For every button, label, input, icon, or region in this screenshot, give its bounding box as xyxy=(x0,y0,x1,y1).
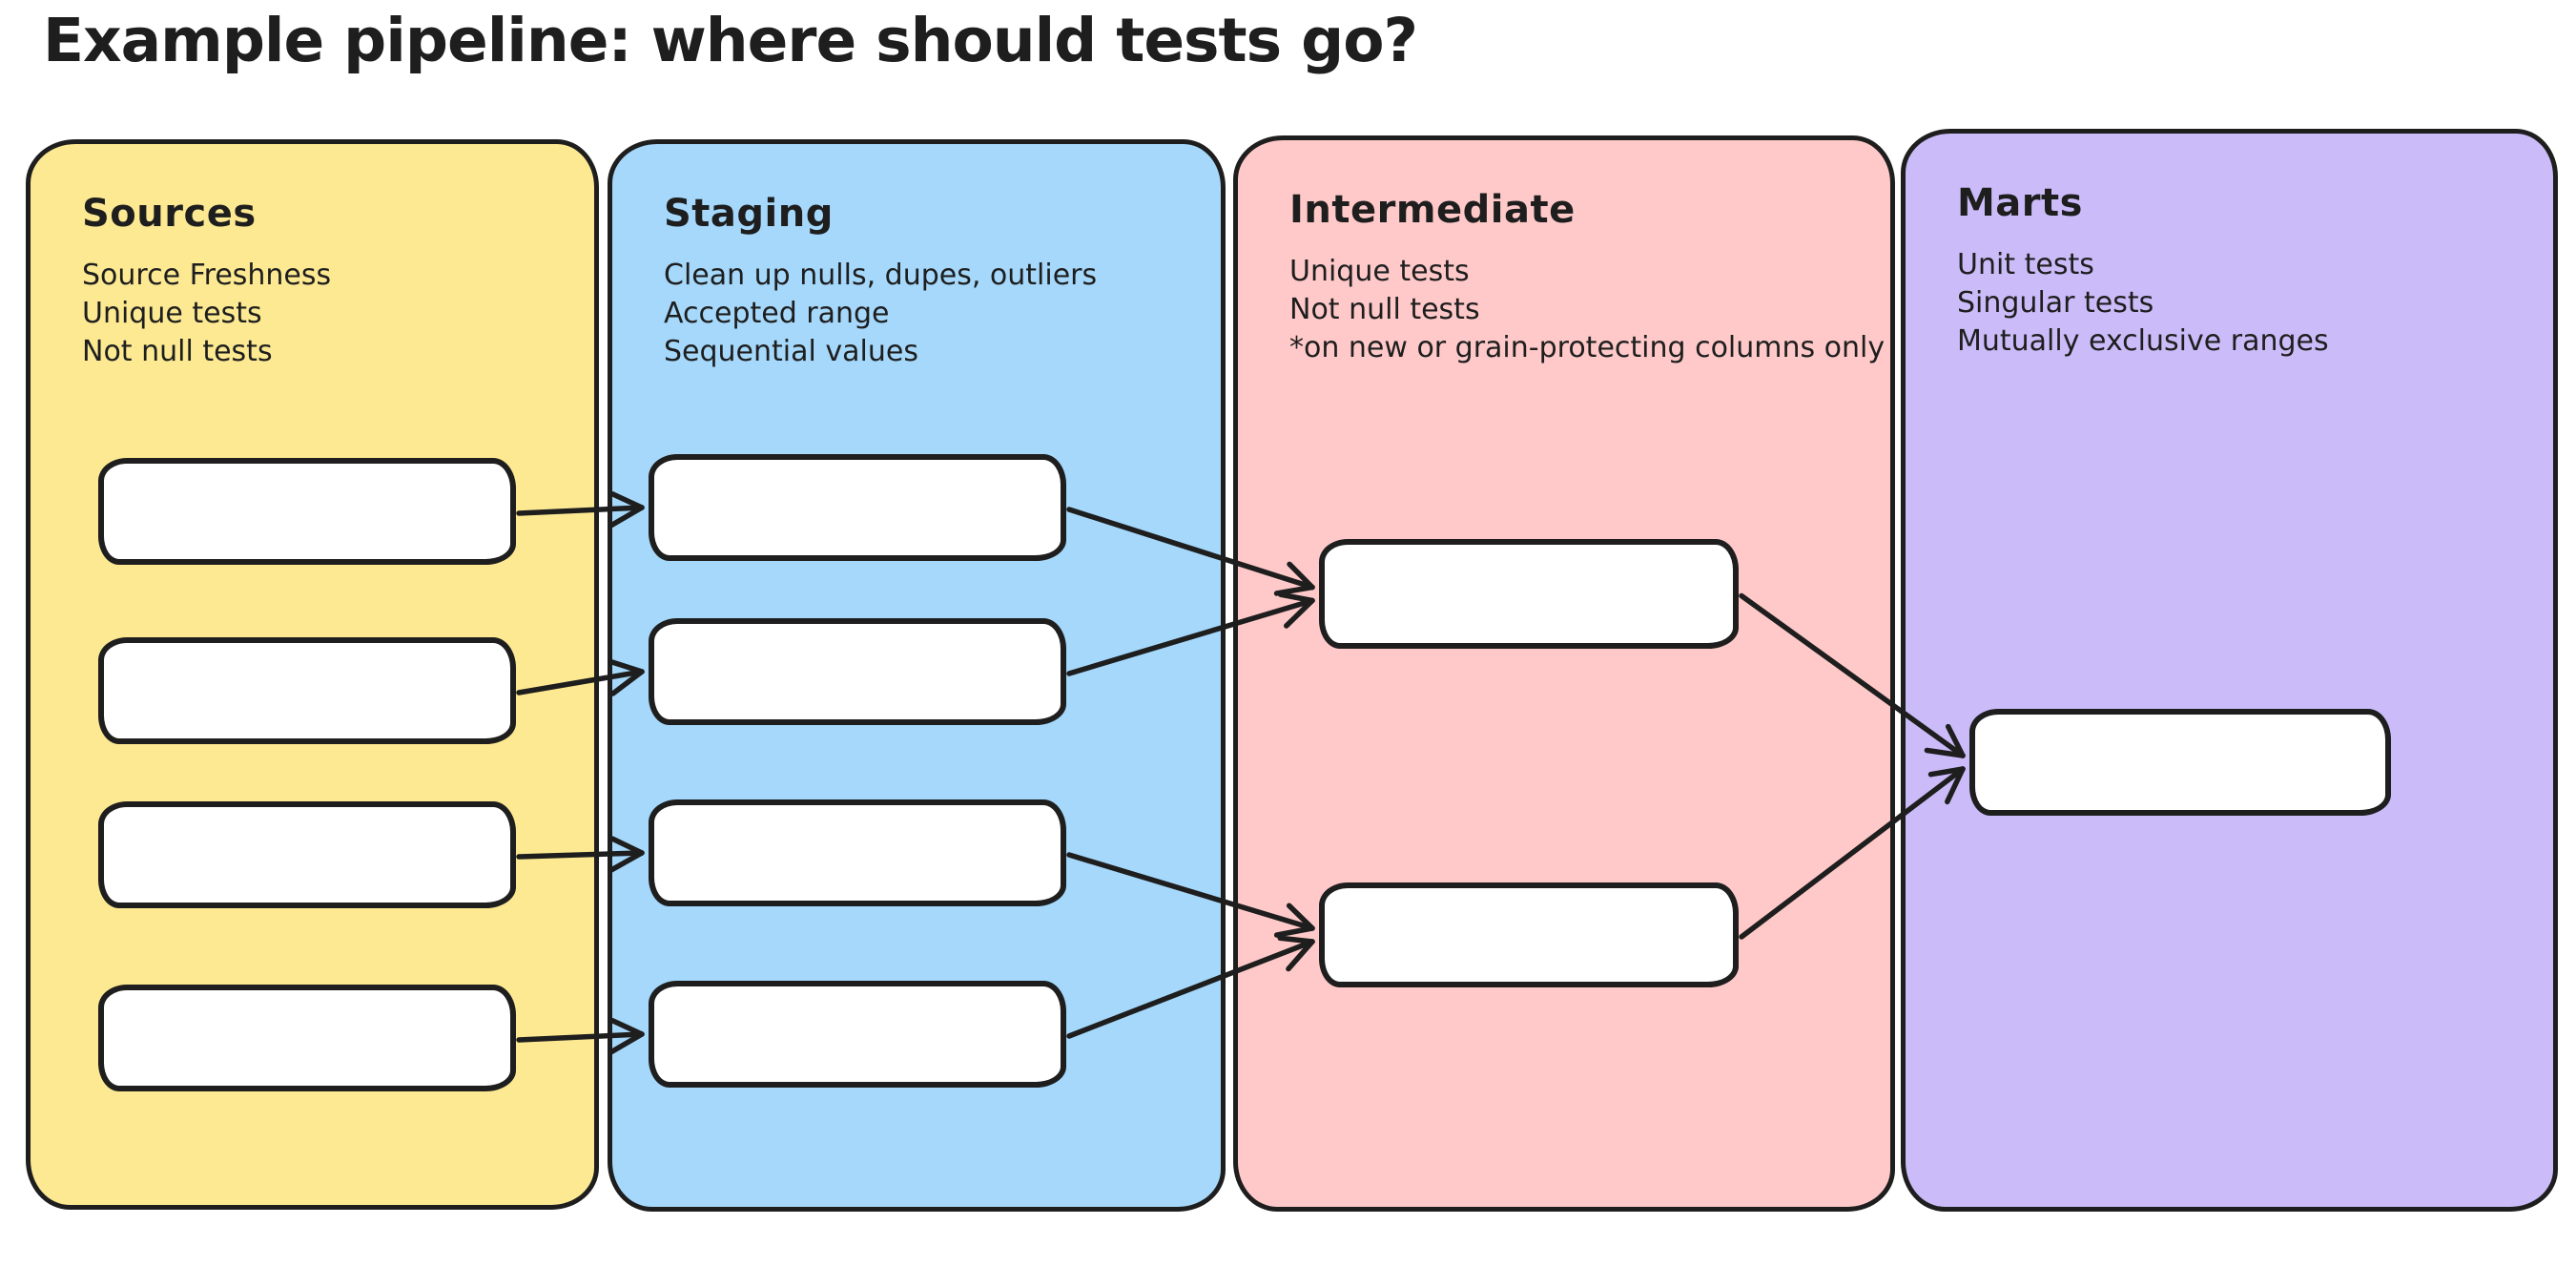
model-box-staging-3 xyxy=(649,799,1066,906)
model-box-sources-2 xyxy=(98,637,516,744)
model-box-sources-4 xyxy=(98,985,516,1091)
panel-intermediate-title: Intermediate xyxy=(1289,188,1576,232)
model-box-sources-1 xyxy=(98,458,516,565)
panel-marts-title: Marts xyxy=(1957,181,2083,225)
panel-sources-notes: Source Freshness Unique tests Not null t… xyxy=(82,257,331,371)
panel-intermediate-notes: Unique tests Not null tests *on new or g… xyxy=(1289,253,1885,367)
note-line: Not null tests xyxy=(82,335,273,368)
model-box-sources-3 xyxy=(98,801,516,908)
model-box-staging-4 xyxy=(649,981,1066,1088)
panel-marts: Marts Unit tests Singular tests Mutually… xyxy=(1901,129,2558,1212)
panel-marts-notes: Unit tests Singular tests Mutually exclu… xyxy=(1957,246,2329,361)
note-line: Accepted range xyxy=(664,297,890,330)
note-line: Unit tests xyxy=(1957,248,2094,281)
model-box-intermediate-1 xyxy=(1319,539,1739,649)
page-title: Example pipeline: where should tests go? xyxy=(43,6,1418,75)
panel-sources-title: Sources xyxy=(82,192,257,236)
model-box-staging-2 xyxy=(649,618,1066,725)
model-box-marts-1 xyxy=(1969,709,2391,816)
note-line: Mutually exclusive ranges xyxy=(1957,324,2329,358)
panel-staging-notes: Clean up nulls, dupes, outliers Accepted… xyxy=(664,257,1097,371)
note-line: *on new or grain-protecting columns only xyxy=(1289,331,1886,364)
note-line: Not null tests xyxy=(1289,293,1480,326)
model-box-intermediate-2 xyxy=(1319,882,1739,987)
note-line: Sequential values xyxy=(664,335,918,368)
note-line: Clean up nulls, dupes, outliers xyxy=(664,259,1098,292)
note-line: Singular tests xyxy=(1957,286,2154,320)
note-line: Source Freshness xyxy=(82,259,332,292)
model-box-staging-1 xyxy=(649,454,1066,561)
panel-intermediate: Intermediate Unique tests Not null tests… xyxy=(1233,135,1895,1212)
note-line: Unique tests xyxy=(1289,255,1470,288)
panel-staging-title: Staging xyxy=(664,192,834,236)
note-line: Unique tests xyxy=(82,297,262,330)
